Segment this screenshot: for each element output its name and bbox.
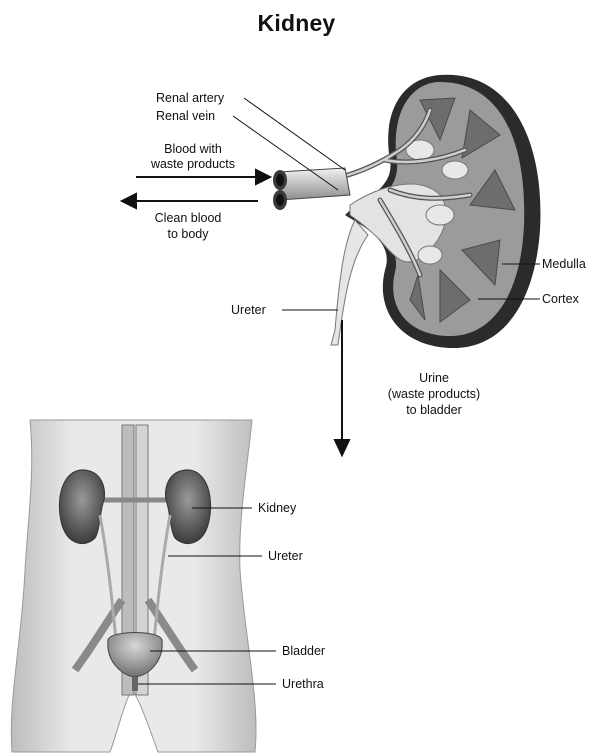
label-renal-vein: Renal vein [156,109,215,123]
label-clean-blood-line1: Clean blood [155,211,222,225]
renal-vessels [273,168,350,210]
label-urine-line1: Urine [419,371,449,385]
label-urine-line2: (waste products) [388,387,480,401]
label-renal-artery: Renal artery [156,91,225,105]
label-medulla: Medulla [542,257,586,271]
blood-flow-arrows [122,170,270,208]
label-ureter-top: Ureter [231,303,266,317]
label-kidney: Kidney [258,501,297,515]
label-urine-line3: to bladder [406,403,462,417]
label-blood-in-line1: Blood with [164,142,222,156]
label-clean-blood-line2: to body [167,227,209,241]
label-cortex: Cortex [542,292,580,306]
body-illustration [11,420,256,752]
label-blood-in-line2: waste products [150,157,235,171]
label-urethra: Urethra [282,677,324,691]
kidney-cross-section [273,75,540,348]
label-bladder: Bladder [282,644,325,658]
label-ureter-body: Ureter [268,549,303,563]
ureter-tube [331,220,368,345]
